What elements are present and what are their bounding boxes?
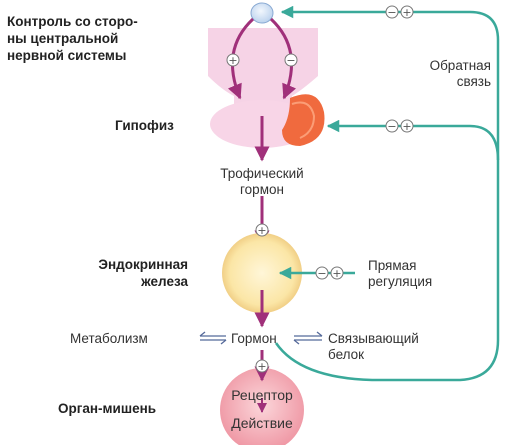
svg-text:+: + [402,120,411,133]
direct-regulation-label: Прямая регуляция [368,258,433,289]
svg-text:+: + [228,54,237,67]
feedback-label: Обратная связь [429,58,491,89]
feedback-loop [274,5,500,382]
svg-text:+: + [332,267,341,280]
sign-plus-cns-left: + [226,53,240,67]
cns-control-label: Контроль со сторо- ны центральной нервно… [7,14,138,63]
svg-text:−: − [387,120,396,133]
sign-minus-cns-right: − [284,53,298,67]
target-organ-label: Орган-мишень [58,401,157,416]
action-label: Действие [231,415,293,431]
svg-text:−: − [387,6,396,19]
endocrine-gland [222,233,302,313]
sign-plus-receptor: + [255,359,269,373]
svg-text:−: − [317,267,326,280]
feedback-signs-pituitary: − + [385,119,414,133]
receptor-label: Рецептор [231,387,293,403]
direct-regulation-signs: − + [315,266,344,280]
sign-plus-trophic: + [255,223,269,237]
pituitary-label: Гипофиз [115,118,174,133]
feedback-signs-top: − + [385,5,414,19]
svg-text:+: + [257,360,266,373]
svg-text:+: + [402,6,411,19]
svg-text:+: + [257,224,266,237]
equilibrium-arrow-binding [293,331,323,345]
binding-protein-label: Связывающий белок [328,331,419,362]
equilibrium-arrow-metabolism [199,331,227,345]
feedback-to-pituitary [326,119,500,161]
hormone-label: Гормон [231,331,277,346]
endocrine-gland-label: Эндокринная железа [98,257,188,289]
svg-text:−: − [286,54,295,67]
pituitary-posterior-lobe [282,94,325,146]
neuron-cell [250,2,274,24]
trophic-hormone-label: Трофический гормон [220,166,304,197]
metabolism-label: Метаболизм [70,331,148,346]
